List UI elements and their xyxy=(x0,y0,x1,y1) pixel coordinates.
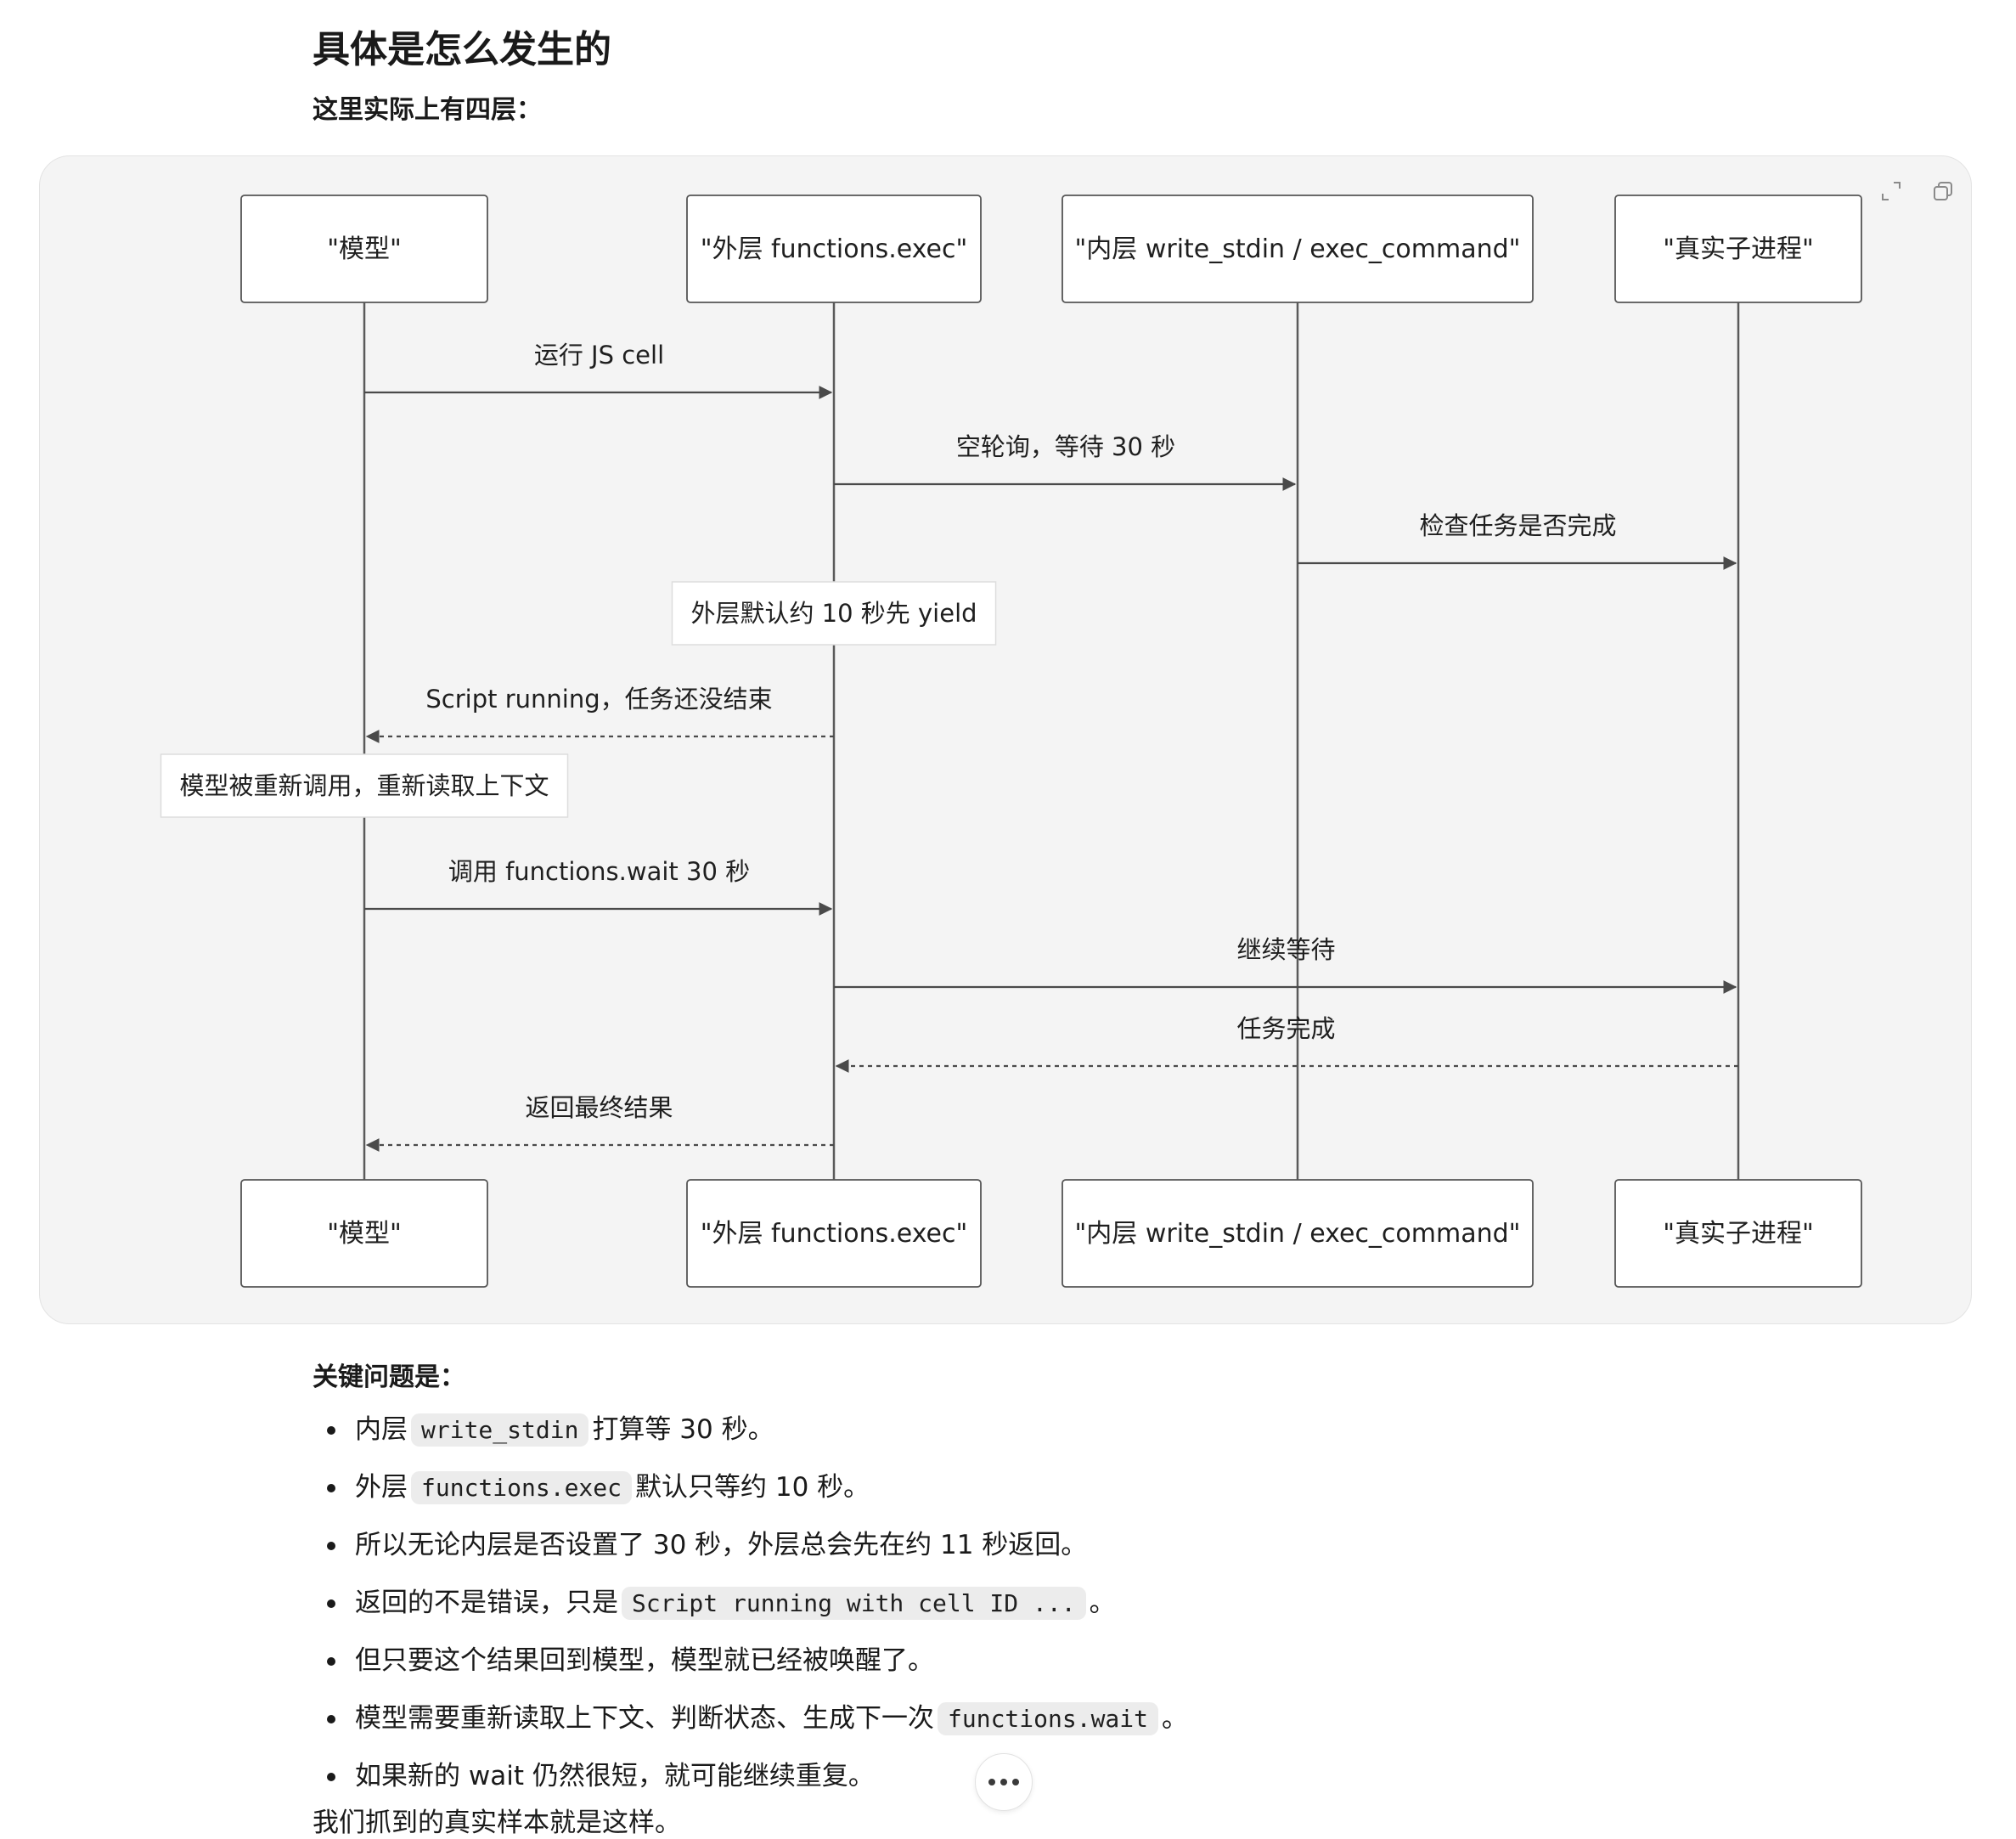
message-0: 运行 JS cell xyxy=(364,341,833,399)
note-3: 外层默认约 10 秒先 yield xyxy=(671,581,997,646)
message-1: 空轮询，等待 30 秒 xyxy=(834,432,1297,491)
participant-label: "外层 functions.exec" xyxy=(701,234,968,264)
key-issues-label: 关键问题是： xyxy=(313,1362,465,1392)
message-7: 继续等待 xyxy=(834,935,1737,994)
bullet-dot xyxy=(327,1484,335,1492)
participant-label: "内层 write_stdin / exec_command" xyxy=(1075,234,1521,264)
note-label: 外层默认约 10 秒先 yield xyxy=(690,599,977,628)
message-label: 任务完成 xyxy=(1236,1014,1335,1043)
bullet-dot xyxy=(327,1657,335,1666)
expand-icon[interactable] xyxy=(1879,179,1903,203)
message-9: 返回最终结果 xyxy=(365,1093,834,1152)
ellipsis-icon xyxy=(988,1779,1019,1785)
participant-bottom-1: "外层 functions.exec" xyxy=(686,1179,982,1288)
message-label: 调用 functions.wait 30 秒 xyxy=(448,857,750,886)
bullet-text: 但只要这个结果回到模型，模型就已经被唤醒了。 xyxy=(355,1645,934,1676)
bullet-dot xyxy=(327,1715,335,1723)
bullet-dot xyxy=(327,1773,335,1781)
list-item: 如果新的 wait 仍然很短，就可能继续重复。 xyxy=(313,1757,1841,1814)
bullet-text: 外层 xyxy=(355,1472,408,1503)
sequence-diagram: "模型" "模型" "外层 functions.exec" "外层 functions… xyxy=(160,195,1862,1288)
participant-label: "模型" xyxy=(327,1219,402,1249)
message-6: 调用 functions.wait 30 秒 xyxy=(364,857,833,916)
participant-top-3: "真实子进程" xyxy=(1614,195,1862,303)
bullet-text: 模型需要重新读取上下文、判断状态、生成下一次 xyxy=(355,1703,934,1734)
bullet-text: 返回的不是错误，只是 xyxy=(355,1588,618,1618)
participant-top-2: "内层 write_stdin / exec_command" xyxy=(1061,195,1534,303)
participant-bottom-3: "真实子进程" xyxy=(1614,1179,1862,1288)
participant-bottom-2: "内层 write_stdin / exec_command" xyxy=(1061,1179,1534,1288)
trailing-paragraph: 我们抓到的真实样本就是这样。 xyxy=(313,1808,681,1838)
message-2: 检查任务是否完成 xyxy=(1298,511,1737,570)
list-item: 但只要这个结果回到模型，模型就已经被唤醒了。 xyxy=(313,1641,1841,1699)
bullet-text-suffix: 打算等 30 秒。 xyxy=(592,1414,774,1445)
sequence-diagram-card: "模型" "模型" "外层 functions.exec" "外层 functions… xyxy=(39,155,1972,1324)
bullet-dot xyxy=(327,1426,335,1435)
inline-code: write_stdin xyxy=(411,1413,589,1447)
copy-icon[interactable] xyxy=(1931,179,1955,203)
note-5: 模型被重新调用，重新读取上下文 xyxy=(160,753,569,818)
list-item: 所以无论内层是否设置了 30 秒，外层总会先在约 11 秒返回。 xyxy=(313,1526,1841,1583)
participant-label: "模型" xyxy=(327,234,402,264)
bullet-text-suffix: 。 xyxy=(1162,1703,1189,1734)
participant-label: "外层 functions.exec" xyxy=(701,1219,968,1249)
participant-top-0: "模型" xyxy=(240,195,488,303)
message-label: 继续等待 xyxy=(1236,935,1335,964)
note-label: 模型被重新调用，重新读取上下文 xyxy=(179,771,549,800)
bullet-text: 所以无论内层是否设置了 30 秒，外层总会先在约 11 秒返回。 xyxy=(355,1530,1088,1560)
bullet-text-suffix: 。 xyxy=(1089,1588,1116,1618)
participant-label: "真实子进程" xyxy=(1663,1219,1814,1249)
inline-code: functions.wait xyxy=(938,1702,1159,1735)
message-label: 返回最终结果 xyxy=(525,1093,673,1122)
message-label: Script running，任务还没结束 xyxy=(425,685,772,714)
message-label: 空轮询，等待 30 秒 xyxy=(956,432,1175,461)
intro-text: 这里实际上有四层： xyxy=(313,95,542,125)
inline-code: Script running with cell ID ... xyxy=(622,1587,1086,1620)
bullet-text-suffix: 默认只等约 10 秒。 xyxy=(635,1472,870,1503)
participant-label: "真实子进程" xyxy=(1663,234,1814,264)
participant-bottom-0: "模型" xyxy=(240,1179,488,1288)
participant-top-1: "外层 functions.exec" xyxy=(686,195,982,303)
bullet-dot xyxy=(327,1599,335,1608)
message-4: Script running，任务还没结束 xyxy=(365,685,834,743)
message-8: 任务完成 xyxy=(835,1014,1738,1073)
bullet-text: 如果新的 wait 仍然很短，就可能继续重复。 xyxy=(355,1761,875,1791)
inline-code: functions.exec xyxy=(411,1471,633,1504)
participant-label: "内层 write_stdin / exec_command" xyxy=(1075,1219,1521,1249)
bullet-dot xyxy=(327,1542,335,1550)
page-title: 具体是怎么发生的 xyxy=(313,28,611,71)
bullet-text: 内层 xyxy=(355,1414,408,1445)
message-label: 检查任务是否完成 xyxy=(1419,511,1616,540)
message-label: 运行 JS cell xyxy=(534,341,664,369)
more-options-button[interactable] xyxy=(975,1753,1033,1811)
